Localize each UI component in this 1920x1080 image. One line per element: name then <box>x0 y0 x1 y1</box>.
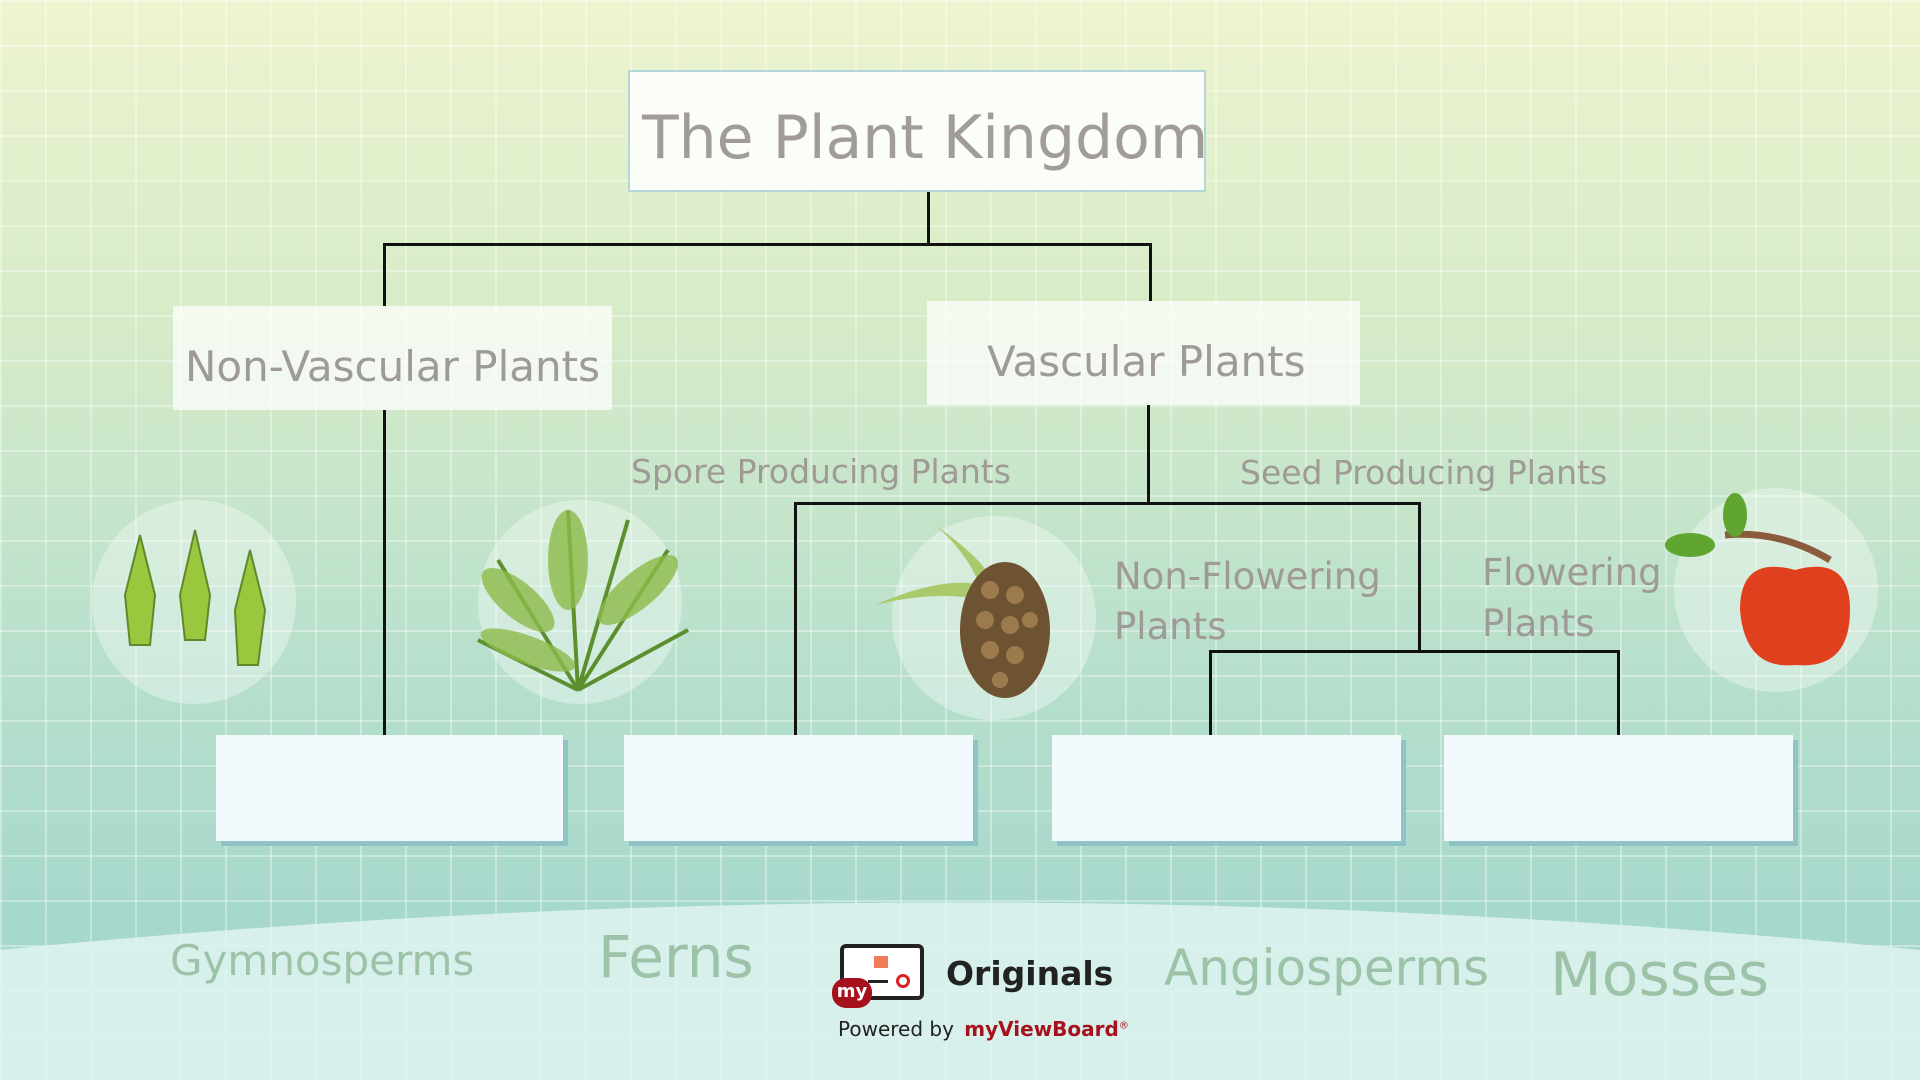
answer-box-flowering[interactable] <box>1444 735 1793 841</box>
connector <box>1418 502 1421 652</box>
connector <box>1147 405 1150 504</box>
connector <box>1209 650 1212 735</box>
page-title: The Plant Kingdom <box>642 103 1209 173</box>
non-flowering-label-2: Plants <box>1114 605 1227 648</box>
flowering-label-2: Plants <box>1482 602 1595 645</box>
powered-by: Powered by myViewBoard® <box>838 1017 1129 1041</box>
connector <box>927 192 930 245</box>
connector <box>383 243 1152 246</box>
fern-icon <box>477 509 689 692</box>
answer-box-non-vascular[interactable] <box>216 735 563 841</box>
word-ferns[interactable]: Ferns <box>598 923 754 991</box>
spore-label: Spore Producing Plants <box>631 452 1011 491</box>
connector <box>1209 650 1620 653</box>
word-gymnosperms[interactable]: Gymnosperms <box>170 936 475 985</box>
word-angiosperms[interactable]: Angiosperms <box>1164 939 1490 997</box>
title-box: The Plant Kingdom <box>628 70 1209 192</box>
brand-name: myViewBoard <box>964 1017 1119 1041</box>
connector <box>794 502 1421 505</box>
apple-icon <box>1665 493 1850 666</box>
seed-label: Seed Producing Plants <box>1240 453 1608 492</box>
connector <box>383 243 386 306</box>
non-vascular-box: Non-Vascular Plants <box>173 306 612 410</box>
answer-box-non-flowering[interactable] <box>1052 735 1401 841</box>
badge-text: my <box>836 981 868 1002</box>
connector <box>1149 243 1152 301</box>
my-badge: my <box>832 978 872 1008</box>
powered-by-text: Powered by <box>838 1017 954 1041</box>
vascular-box: Vascular Plants <box>927 301 1360 405</box>
moss-icon <box>123 529 267 666</box>
vascular-label: Vascular Plants <box>987 337 1306 386</box>
flowering-label: Flowering <box>1482 551 1662 594</box>
connector <box>383 410 386 735</box>
non-flowering-label: Non-Flowering <box>1114 555 1381 598</box>
pinecone-icon <box>875 525 1050 698</box>
word-mosses[interactable]: Mosses <box>1550 940 1770 1010</box>
myviewboard-originals-logo: my Originals Powered by myViewBoard® <box>832 942 1129 1042</box>
non-vascular-label: Non-Vascular Plants <box>185 342 600 391</box>
answer-box-spore[interactable] <box>624 735 973 841</box>
bottom-wave <box>0 902 1920 1080</box>
connector <box>1617 650 1620 735</box>
connector <box>794 502 797 735</box>
registered-mark: ® <box>1118 1020 1129 1032</box>
logo-originals: Originals <box>946 954 1114 993</box>
